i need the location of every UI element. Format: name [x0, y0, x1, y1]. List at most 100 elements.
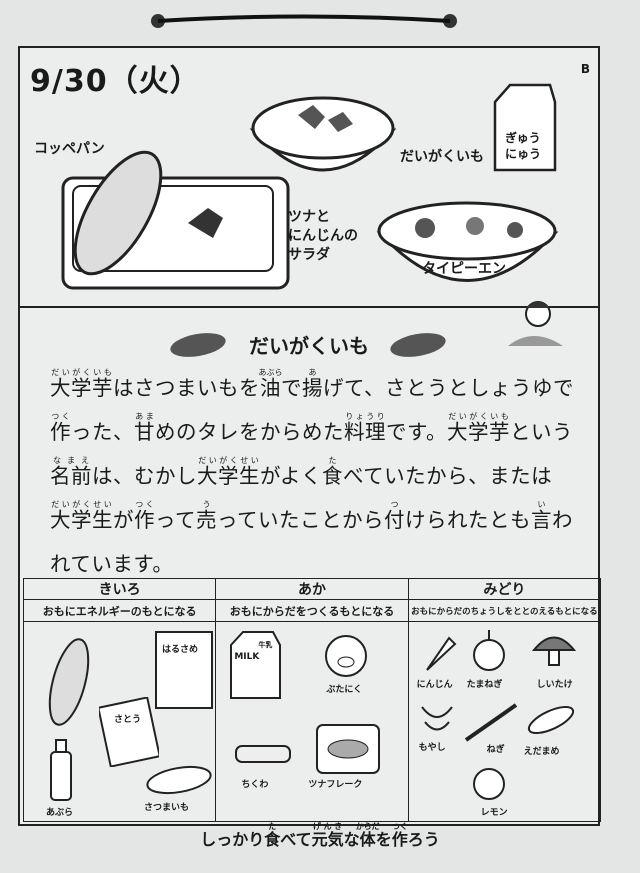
ruby-word: 作つく [391, 822, 408, 849]
text-segment: げて、さとうとしょうゆで [323, 376, 574, 400]
pork-label: ぶたにく [326, 685, 363, 695]
green-onion-icon [464, 703, 517, 742]
furigana: う [195, 500, 217, 509]
ruby-word: 体からだ [356, 822, 380, 849]
onion-label: たまねぎ [466, 680, 503, 690]
group-desc-yellow: おもにエネルギーのもとになる [22, 599, 217, 622]
group-desc-red: おもにからだをつくるもとになる [215, 599, 409, 622]
green-foods: にんじん たまねぎ しいたけ もやし ねぎ えだまめ レモン [407, 621, 602, 822]
furigana: た [321, 456, 343, 465]
kanji-text: 売 [195, 508, 217, 532]
red-foods: MILK 牛乳 ぶたにく ちくわ ツナフレーク [215, 621, 409, 822]
furigana: だいがくいも [446, 412, 510, 421]
oil-bottle-icon [50, 739, 72, 801]
daigakuimo-label: だいがくいも [400, 149, 484, 165]
group-header-yellow: きいろ [22, 578, 217, 600]
sweet-potato-icon [170, 333, 226, 357]
furigana: からだ [355, 822, 380, 831]
text-segment: った、 [71, 420, 134, 444]
bean-sprouts-icon [420, 706, 453, 731]
furigana: なまえ [50, 456, 92, 465]
carrot-icon [425, 636, 457, 671]
ruby-word: 売う [195, 500, 217, 532]
text-segment: べて [280, 830, 312, 849]
furigana: つく [50, 412, 71, 421]
article-body: 大学芋だいがくいもはさつまいもを油あぶらで揚あげて、さとうとしょうゆで作つくった… [50, 366, 590, 586]
sugar-bag-icon [99, 697, 159, 767]
milk-text: MILK [234, 652, 260, 662]
kanji-text: 作 [134, 508, 155, 532]
furigana: た [264, 822, 281, 831]
salad-label: ツナと にんじんの サラダ [288, 209, 358, 263]
kanji-text: 食 [264, 830, 281, 849]
text-segment: しっかり [200, 830, 265, 849]
harusame-package-icon [155, 631, 213, 709]
menu-card: 9/30（火） B コッペパン ツナと にんじんの サラダ だいがくいも ぎゅう… [18, 46, 602, 826]
furigana: つ [383, 500, 405, 509]
furigana: あま [134, 412, 155, 421]
text-segment: という [509, 420, 573, 444]
furigana: つく [391, 822, 408, 831]
ruby-word: 付つ [383, 500, 405, 532]
edamame-icon [527, 705, 574, 735]
furigana: りょうり [344, 412, 386, 421]
kanji-text: 名前 [50, 464, 92, 488]
yellow-foods: はるさめ さとう あぶら さつまいも [22, 621, 217, 822]
furigana: い [530, 500, 552, 509]
group-header-red: あか [215, 578, 409, 600]
text-segment: は、むかし [92, 464, 197, 488]
ruby-word: 食た [321, 456, 343, 488]
ruby-word: 言い [531, 500, 552, 532]
kanji-text: 付 [383, 508, 405, 532]
kanji-text: 作 [391, 830, 408, 849]
green-onion-label: ねぎ [486, 745, 505, 755]
furigana: あ [302, 368, 323, 377]
ruby-word: 揚あ [302, 368, 323, 400]
text-segment: はさつまいもを [113, 376, 260, 400]
sugar-label: さとう [114, 715, 142, 725]
harusame-label: はるさめ [162, 645, 199, 655]
tuna-flake-label: ツナフレーク [308, 780, 363, 790]
furigana: つく [134, 500, 155, 509]
food-groups-table: きいろあかみどり おもにエネルギーのもとになるおもにからだをつくるもとになるおも… [22, 578, 602, 822]
kanji-text: 体 [355, 830, 380, 849]
kanji-text: 食 [321, 464, 343, 488]
boy-illustration [508, 301, 563, 346]
kanji-text: 元気 [311, 830, 344, 849]
ruby-word: 甘あま [134, 412, 155, 444]
tuna-can-icon [316, 724, 381, 774]
milk-label: ぎゅう にゅう [505, 131, 542, 162]
bean-sprouts-label: もやし [418, 743, 446, 753]
text-segment: ろう [407, 830, 440, 849]
date-heading: 9/30（火） [30, 64, 201, 99]
milk-carton-icon [230, 631, 282, 699]
corner-mark: B [580, 62, 590, 76]
edamame-label: えだまめ [523, 747, 560, 757]
ruby-word: 元気げんき [311, 822, 344, 849]
text-segment: です。 [386, 420, 447, 444]
article-title: だいがくいも [249, 334, 369, 358]
kanji-text: 作 [50, 420, 71, 444]
furigana: だいがくせい [50, 500, 113, 509]
kanji-text: 大学芋 [446, 420, 510, 444]
sweet-potato-icon [390, 333, 446, 357]
sweet-potato-food-icon [146, 765, 212, 795]
group-header-green: みどり [407, 578, 602, 600]
footer-slogan: しっかり食たべて元気げんきな体からだを作つくろう [0, 822, 640, 850]
text-segment: が [113, 508, 134, 532]
ruby-word: 作つく [134, 500, 155, 532]
gyunyu-text: 牛乳 [258, 641, 273, 649]
ruby-word: 大学生だいがくせい [50, 500, 113, 532]
ruby-word: 食た [264, 822, 281, 849]
soup-bowl-illustration [376, 201, 559, 282]
kanji-text: 大学生 [50, 508, 113, 532]
bread-tray-illustration [61, 150, 290, 290]
text-segment: を [375, 830, 392, 849]
kanji-text: 大学芋 [50, 376, 113, 400]
text-segment: われています。 [50, 508, 573, 576]
chikuwa-label: ちくわ [241, 780, 269, 790]
kanji-text: 甘 [134, 420, 155, 444]
milk-carton-illustration [493, 83, 557, 172]
ruby-word: 大学芋だいがくいも [50, 368, 113, 400]
daigakuimo-bowl-illustration [249, 96, 397, 172]
